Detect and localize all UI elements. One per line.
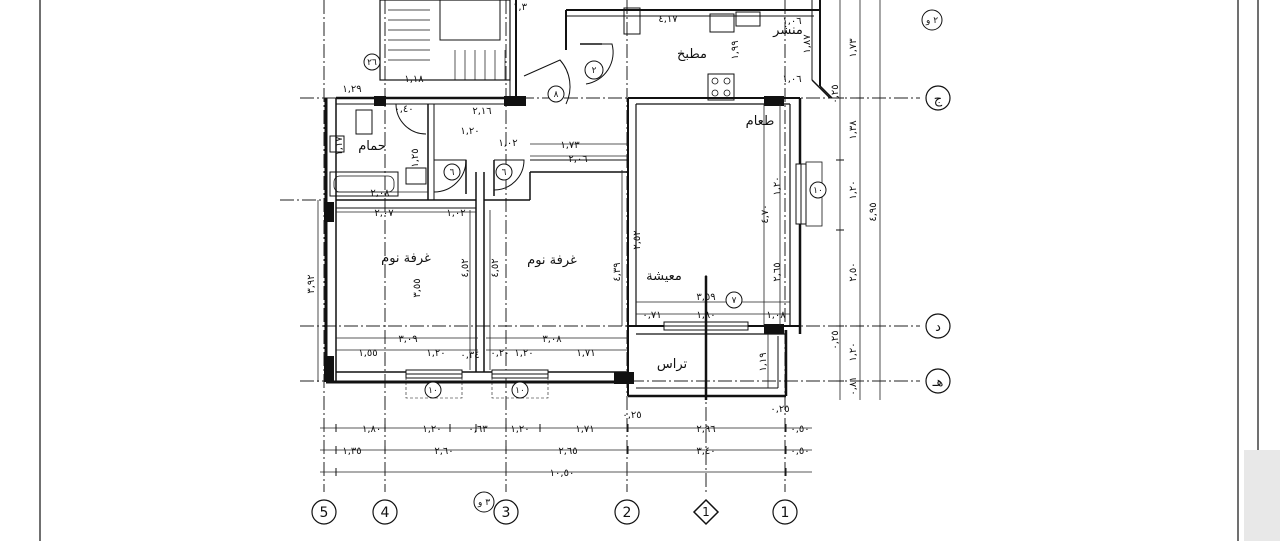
dim-bottom-1-5: ٢,٩٦ bbox=[696, 424, 715, 435]
marker-door-6a: ٦ bbox=[450, 168, 455, 178]
dim-right-5: ٠,٨١ bbox=[848, 376, 859, 395]
dimension-lines bbox=[317, 0, 881, 476]
dim-bottom-2-2: ٢,٦٥ bbox=[558, 446, 577, 457]
dim-bath-125: ١,٢٥ bbox=[410, 148, 421, 167]
marker-tag-26: ٢٦ bbox=[367, 58, 377, 68]
dim-living-h2: ٤,٧٠ bbox=[760, 204, 771, 223]
dim-bed-left-w: ٣,٥٥ bbox=[412, 278, 423, 297]
kitchen-fixtures bbox=[623, 7, 761, 101]
marker-window-living: ١٠ bbox=[813, 186, 823, 196]
dim-bed-left-part-2: ٠,٣٤ bbox=[460, 350, 479, 361]
grid-label-col-3: 3 bbox=[502, 505, 511, 521]
dim-corr-206: ٢,٠٦ bbox=[568, 154, 587, 165]
dim-top-13: ١,٣ bbox=[513, 2, 528, 13]
dim-terrace-h: ١,١٩ bbox=[758, 352, 769, 371]
doors bbox=[395, 43, 614, 196]
room-label-terrace: تراس bbox=[657, 357, 688, 372]
dim-bed-left-h: ٤,٥٢ bbox=[460, 258, 471, 277]
grid-label-col-4: 4 bbox=[381, 505, 390, 521]
dim-top-129: ١,٢٩ bbox=[342, 84, 361, 95]
dim-bath-117: ١,١٧ bbox=[334, 136, 345, 156]
dim-bottom-025b: ٠,٢٥ bbox=[770, 404, 789, 415]
dim-corr-040: ٠,٤٠ bbox=[394, 104, 413, 115]
room-label-pantry: منشر bbox=[772, 23, 803, 38]
dim-bottom-2-4: ٠,٥٠ bbox=[790, 446, 809, 457]
room-label-living: معيشة bbox=[646, 269, 682, 284]
room-label-bathroom: حمام bbox=[358, 139, 386, 154]
dim-dining-left: ٢,٥٢ bbox=[632, 230, 643, 249]
dim-bed-right-part-0: ٠,٢٠ bbox=[490, 348, 509, 359]
dim-bottom-total: ١٠,٥٠ bbox=[550, 468, 575, 479]
dim-bed-left-bottom: ٣,٠٩ bbox=[398, 334, 417, 345]
dim-bottom-1-6: ٠,٥٠ bbox=[790, 424, 809, 435]
dim-kitchen-side: ١,٩٩ bbox=[730, 40, 741, 59]
grid-label-row-h: هـ bbox=[932, 375, 944, 390]
room-label-bedroom-left: غرفة نوم bbox=[381, 251, 431, 266]
sheet-frame bbox=[39, 0, 1280, 541]
dim-bed-left-part-1: ١,٢٠ bbox=[426, 348, 445, 359]
dim-bed-left-part-0: ١,٥٥ bbox=[358, 348, 377, 359]
grid-label-col-1a: 1 bbox=[702, 505, 710, 519]
dim-bottom-1-1: ١,٢٠ bbox=[422, 424, 441, 435]
dim-corr-120: ١,٢٠ bbox=[460, 126, 479, 137]
dim-living-h: ٤,٣٩ bbox=[612, 262, 623, 281]
dim-bed-right-h: ٤,٥٢ bbox=[490, 258, 501, 277]
dim-right-extra-1: ٠,٢٥ bbox=[830, 330, 841, 349]
dim-right-3: ٢,٥٠ bbox=[848, 262, 859, 281]
dim-right-2: ١,٢٠ bbox=[848, 180, 859, 199]
dim-bottom-2-1: ٢,٦٠ bbox=[434, 446, 453, 457]
dim-left-height: ٣,٩٢ bbox=[306, 274, 317, 293]
grid-label-col-2: 2 bbox=[623, 505, 632, 521]
grid-label-row-j: ج bbox=[934, 92, 943, 107]
dim-bottom-1-4: ١,٧١ bbox=[575, 424, 594, 435]
marker-window-bed-right: ١٠ bbox=[515, 386, 525, 396]
dim-bath-below: ٢,٠٧ bbox=[374, 208, 394, 219]
marker-section-bottom: ٣ و bbox=[477, 498, 490, 508]
walls bbox=[324, 0, 833, 398]
grid-bubbles bbox=[311, 9, 951, 526]
dim-bed-right-part-2: ١,٧١ bbox=[576, 348, 595, 359]
marker-door-8: ٨ bbox=[554, 90, 559, 100]
dim-living-right: ٢,٦٥ bbox=[772, 262, 783, 281]
dim-kitchen-106b: ١,٠٦ bbox=[782, 74, 801, 85]
grid-label-row-d: د bbox=[935, 320, 941, 335]
dim-bottom-2-3: ٣,٤٠ bbox=[696, 446, 715, 457]
dim-bath-width: ٢,٠٨ bbox=[370, 188, 390, 199]
dim-corr-102: ١,٠٢ bbox=[498, 138, 517, 149]
dim-right-extra-0: ٠,٢٥ bbox=[830, 84, 841, 103]
dim-right-total: ٤,٩٥ bbox=[868, 202, 879, 221]
dim-right-4: ١,٢٠ bbox=[848, 342, 859, 361]
dim-bottom-1-3: ١,٢٠ bbox=[510, 424, 529, 435]
dim-living-right2: ١,٢٠ bbox=[772, 176, 783, 195]
dim-kitchen-h: ١,٨٧ bbox=[802, 34, 813, 54]
dim-top-118: ١,١٨ bbox=[404, 74, 424, 85]
dim-bottom-2-0: ١,٣٥ bbox=[342, 446, 361, 457]
dim-bath-below2: ١,٠٢ bbox=[446, 208, 465, 219]
grid-label-col-5: 5 bbox=[320, 505, 329, 521]
dim-bed-right-part-1: ١,٢٠ bbox=[514, 348, 533, 359]
dim-living-part-0: ٠,٧١ bbox=[642, 310, 661, 321]
dim-bottom-1-0: ١,٨٠ bbox=[362, 424, 381, 435]
dim-corr-216: ٢,١٦ bbox=[472, 106, 491, 117]
marker-door-6b: ٦ bbox=[502, 168, 507, 178]
dim-bottom-1-2: ٠,٦٣ bbox=[468, 424, 488, 435]
grid-label-col-1: 1 bbox=[781, 505, 790, 521]
room-label-kitchen: مطبخ bbox=[677, 47, 707, 62]
dim-living-part-2: ١,٠٨ bbox=[766, 310, 786, 321]
dim-right-1: ١,٣٨ bbox=[848, 120, 859, 140]
dim-kitchen-106: ١,٠٦ bbox=[782, 16, 801, 27]
dim-right-0: ١,٧٣ bbox=[848, 38, 859, 58]
marker-window-bed-left: ١٠ bbox=[428, 386, 438, 396]
dim-corr-173: ١,٧٣ bbox=[560, 140, 580, 151]
marker-section-top-right: ٢ و bbox=[925, 16, 938, 26]
room-label-dining: طعام bbox=[746, 114, 775, 129]
dim-bottom-025a: ٠,٢٥ bbox=[622, 410, 641, 421]
dim-bed-right-bottom: ٣,٠٨ bbox=[542, 334, 562, 345]
grid-axes bbox=[280, 0, 920, 492]
dim-kitchen-w: ٤,١٧ bbox=[658, 14, 678, 25]
marker-door-7: ٧ bbox=[732, 296, 737, 306]
room-label-bedroom-right: غرفة نوم bbox=[527, 253, 577, 268]
marker-door-2: ٢ bbox=[592, 66, 597, 76]
